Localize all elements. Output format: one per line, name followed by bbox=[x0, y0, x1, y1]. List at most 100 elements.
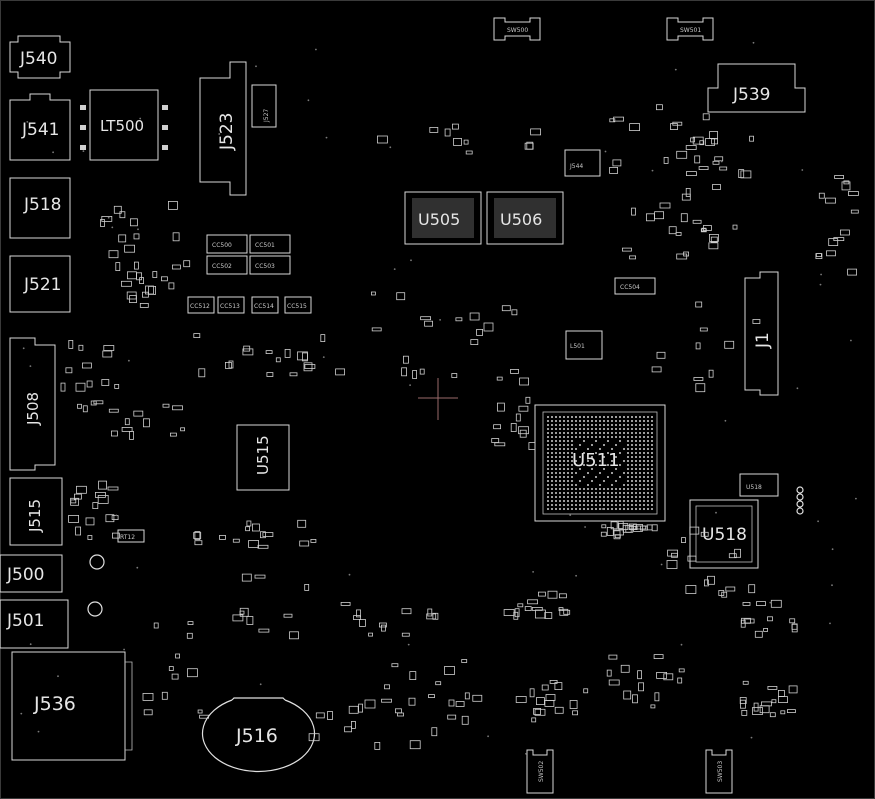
passive-component bbox=[740, 170, 752, 179]
connector-j536[interactable]: J536 bbox=[11, 651, 133, 761]
connector-j518[interactable]: J518 bbox=[9, 177, 71, 239]
via bbox=[715, 511, 717, 514]
passive-component bbox=[709, 233, 719, 242]
connector-j501[interactable]: J501 bbox=[0, 599, 69, 649]
connector-j541[interactable]: J541 bbox=[9, 93, 71, 161]
passive-component bbox=[517, 603, 524, 608]
passive-component bbox=[152, 271, 158, 278]
passive-component bbox=[708, 369, 714, 378]
j523-label: J523 bbox=[217, 113, 237, 151]
passive-component bbox=[741, 710, 748, 716]
capacitor-bank: CC500 CC501 CC502 CC503 CC512 CC513 CC51… bbox=[117, 234, 656, 543]
passive-component bbox=[659, 202, 671, 209]
connector-j500[interactable]: J500 bbox=[0, 554, 63, 593]
passive-component bbox=[148, 285, 157, 295]
switch-sw500[interactable]: SW500 bbox=[493, 17, 541, 41]
passive-component bbox=[327, 711, 333, 720]
passive-component bbox=[420, 316, 432, 321]
passive-component bbox=[515, 413, 521, 422]
switch-sw503[interactable]: SW503 bbox=[705, 749, 733, 794]
chip-u515[interactable]: U515 bbox=[236, 424, 290, 491]
passive-component bbox=[301, 352, 308, 362]
via bbox=[22, 347, 25, 350]
chip-u518[interactable]: U518 bbox=[689, 499, 759, 569]
passive-component bbox=[129, 430, 134, 440]
passive-component bbox=[118, 234, 127, 243]
via bbox=[389, 146, 392, 149]
connector-j527[interactable]: J527 bbox=[251, 84, 277, 128]
via bbox=[831, 548, 834, 551]
passive-component bbox=[194, 540, 203, 546]
passive-component bbox=[251, 523, 260, 532]
via bbox=[393, 268, 396, 270]
passive-component bbox=[646, 524, 653, 531]
cc504-label: CC504 bbox=[620, 284, 640, 291]
inductor-l501[interactable]: L501 bbox=[565, 330, 603, 360]
battery-j516[interactable]: J516 bbox=[201, 697, 316, 773]
passive-component bbox=[692, 136, 704, 145]
passive-component bbox=[340, 602, 351, 606]
passive-component bbox=[275, 357, 281, 363]
j544-label: J544 bbox=[569, 163, 583, 170]
passive-component bbox=[698, 166, 709, 171]
connector-j539[interactable]: J539 bbox=[707, 63, 806, 113]
passive-component bbox=[426, 613, 437, 620]
component-lt500[interactable]: LT500 bbox=[80, 89, 168, 161]
sw500-label: SW500 bbox=[507, 27, 528, 34]
passive-component bbox=[518, 426, 529, 435]
chip-u505[interactable]: U505 bbox=[404, 191, 482, 245]
passive-component bbox=[232, 614, 244, 622]
passive-component bbox=[756, 601, 766, 606]
passive-component bbox=[554, 682, 563, 690]
passive-component bbox=[687, 555, 697, 562]
u518-label: U518 bbox=[702, 525, 747, 545]
via bbox=[680, 643, 683, 646]
passive-component bbox=[695, 301, 703, 308]
passive-component bbox=[409, 671, 417, 680]
passive-component bbox=[444, 128, 451, 137]
passive-component bbox=[681, 193, 691, 201]
passive-component bbox=[544, 700, 555, 707]
via bbox=[409, 384, 411, 386]
l501-label: L501 bbox=[570, 343, 585, 350]
via bbox=[584, 526, 586, 528]
via bbox=[26, 121, 29, 123]
connector-j515[interactable]: J515 bbox=[9, 477, 63, 546]
cc503-label: CC503 bbox=[255, 263, 275, 270]
passive-component bbox=[678, 668, 685, 673]
passive-component bbox=[620, 664, 630, 673]
connector-j540[interactable]: J540 bbox=[9, 35, 71, 79]
passive-component bbox=[142, 418, 150, 428]
passive-component bbox=[78, 344, 84, 351]
passive-component bbox=[767, 616, 773, 622]
chip-u511[interactable]: U511 bbox=[534, 404, 666, 522]
connector-j544[interactable]: J544 bbox=[564, 149, 601, 177]
passive-component bbox=[681, 537, 686, 543]
connector-j508[interactable]: J508 bbox=[9, 337, 56, 471]
passive-component bbox=[87, 535, 93, 540]
chip-u518-small[interactable]: U518 bbox=[739, 473, 779, 497]
passive-component bbox=[394, 708, 402, 714]
connector-j1[interactable]: J1 bbox=[744, 271, 779, 396]
passive-component bbox=[692, 219, 702, 224]
passive-component bbox=[763, 628, 768, 632]
connector-j523[interactable]: J523 bbox=[199, 61, 247, 196]
passive-component bbox=[124, 418, 130, 426]
passive-component bbox=[511, 309, 518, 316]
passive-component bbox=[74, 493, 82, 500]
switch-sw502[interactable]: SW502 bbox=[526, 749, 554, 794]
passive-component bbox=[175, 653, 181, 659]
passive-component bbox=[538, 591, 546, 597]
via bbox=[37, 730, 40, 733]
switch-sw501[interactable]: SW501 bbox=[666, 17, 714, 41]
passive-component bbox=[840, 229, 850, 236]
passive-component bbox=[470, 339, 479, 346]
passive-component bbox=[710, 236, 718, 243]
via bbox=[107, 216, 110, 219]
passive-component bbox=[493, 424, 502, 430]
passive-component bbox=[654, 692, 660, 702]
connector-j521[interactable]: J521 bbox=[9, 255, 71, 313]
passive-component bbox=[171, 264, 181, 270]
chip-u506[interactable]: U506 bbox=[486, 191, 564, 245]
passive-component bbox=[712, 160, 720, 165]
